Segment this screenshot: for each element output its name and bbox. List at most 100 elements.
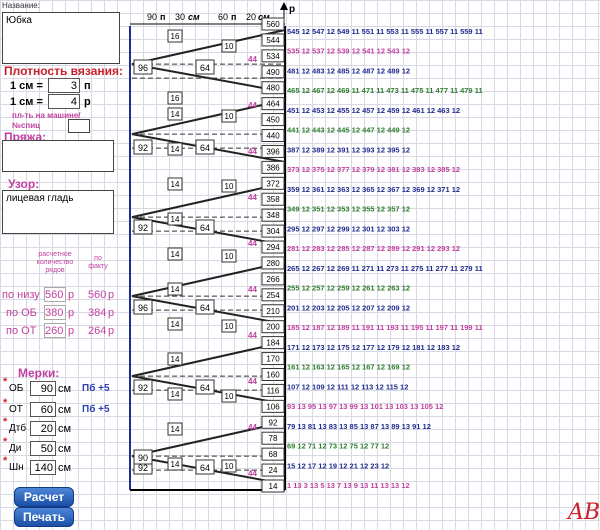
calc-column-header: расчетное количество рядов — [36, 251, 74, 274]
mid-dimension-text: 64 — [200, 143, 210, 153]
row-number-box — [261, 208, 285, 222]
row-number-text: 280 — [266, 259, 280, 268]
row-increase-text: 545 12 547 12 549 11 551 11 553 11 555 1… — [287, 27, 483, 36]
row-number-text: 396 — [266, 147, 280, 156]
row-increase-text: 535 12 537 12 539 12 541 12 543 12 — [287, 47, 410, 56]
fact-ob: 384 — [88, 307, 107, 319]
row-number-box — [261, 113, 285, 127]
row-increase-text: 1 13 3 13 5 13 7 13 9 13 11 13 13 12 — [287, 481, 410, 490]
required-star-shn: * — [3, 455, 8, 467]
row-increase-text: 465 12 467 12 469 11 471 11 473 11 475 1… — [287, 86, 483, 95]
print-button[interactable]: Печать — [14, 507, 74, 527]
small-box-10 — [221, 179, 237, 193]
bottom-left-box — [133, 449, 153, 465]
loops-input[interactable]: 3 — [48, 78, 80, 93]
top-label-60: 60 — [218, 12, 228, 22]
small-box-10 — [221, 389, 237, 403]
small-box-14-text: 14 — [171, 250, 180, 259]
rows-unit: р — [84, 96, 91, 108]
row-increase-text: 373 12 375 12 377 12 379 12 381 12 383 1… — [287, 165, 460, 174]
left-dimension-text: 96 — [138, 303, 148, 313]
small-box-14-text: 14 — [171, 390, 180, 399]
row-number-box — [261, 304, 285, 318]
row-increase-text: 79 13 81 13 83 13 85 13 87 13 89 13 91 1… — [287, 422, 431, 431]
measure-extra-ob: Пб +5 — [82, 383, 110, 394]
small-box-14-text: 14 — [171, 285, 180, 294]
mid-dimension-box — [195, 139, 215, 155]
small-label-44: 44 — [248, 239, 257, 248]
mid-dimension-box — [195, 219, 215, 235]
row-number-box — [261, 447, 285, 461]
measure-unit-dtb: см — [58, 423, 72, 435]
rows-input[interactable]: 4 — [48, 94, 80, 109]
row-number-box — [261, 224, 285, 238]
name-input[interactable]: Юбка — [2, 12, 120, 64]
row-number-text: 106 — [266, 402, 280, 411]
row-number-text: 544 — [266, 36, 280, 45]
pattern-value: лицевая гладь — [6, 193, 74, 204]
small-box-16-text: 16 — [171, 94, 180, 103]
mid-dimension-box — [195, 379, 215, 395]
small-box-14 — [167, 107, 183, 121]
measures-title: Мерки: — [18, 366, 60, 380]
small-label-44: 44 — [248, 423, 257, 432]
calc-bottom-unit: р — [68, 289, 75, 301]
left-dimension-text: 92 — [138, 383, 148, 393]
pattern-input[interactable]: лицевая гладь — [2, 190, 114, 234]
row-number-text: 116 — [267, 386, 280, 395]
row-number-box — [261, 431, 285, 445]
row-number-box — [261, 352, 285, 366]
required-star-di: * — [3, 436, 8, 448]
measure-input-di[interactable]: 50 — [30, 441, 56, 456]
fact-ot-unit: р — [108, 325, 115, 337]
calculate-button[interactable]: Расчет — [14, 487, 74, 507]
row-number-box — [261, 129, 285, 143]
row-increase-text: 349 12 351 12 353 12 355 12 357 12 — [287, 205, 410, 214]
signature-logo: AB — [568, 500, 600, 525]
row-number-text: 358 — [266, 195, 280, 204]
needle-input[interactable] — [68, 119, 90, 133]
row-increase-text: 295 12 297 12 299 12 301 12 303 12 — [287, 224, 410, 233]
row-number-box — [261, 144, 285, 158]
measure-unit-shn: см — [58, 462, 72, 474]
row-number-box — [261, 256, 285, 270]
left-dimension-text: 92 — [138, 223, 148, 233]
row-number-text: 200 — [266, 323, 280, 332]
top-label-90: 90 — [147, 12, 157, 22]
measure-input-ob[interactable]: 90 — [30, 381, 56, 396]
small-label-44: 44 — [248, 147, 257, 156]
small-box-14 — [167, 352, 183, 366]
small-box-14 — [167, 422, 183, 436]
small-box-10-text: 10 — [225, 112, 234, 121]
row-number-box — [261, 272, 285, 286]
row-number-text: 24 — [269, 466, 278, 475]
row-increase-text: 359 12 361 12 363 12 365 12 367 12 369 1… — [287, 185, 460, 194]
row-increase-text: 107 12 109 12 111 12 113 12 115 12 — [287, 382, 408, 391]
top-label-p2: п — [231, 12, 236, 22]
row-number-box — [261, 383, 285, 397]
row-number-box — [261, 399, 285, 413]
small-box-14-text: 14 — [171, 320, 180, 329]
measure-input-dtb[interactable]: 20 — [30, 421, 56, 436]
small-box-14 — [167, 247, 183, 261]
required-star-dtb: * — [3, 416, 8, 428]
yarn-input[interactable] — [2, 140, 114, 172]
row-number-text: 480 — [266, 84, 280, 93]
top-label-30: 30 — [175, 12, 185, 22]
row-number-box — [261, 49, 285, 63]
left-dimension-box — [133, 299, 153, 315]
measure-input-ot[interactable]: 60 — [30, 402, 56, 417]
top-label-p1: п — [160, 12, 165, 22]
rows-axis-arrow — [280, 2, 288, 10]
small-box-10-text: 10 — [225, 462, 234, 471]
row-number-box — [261, 367, 285, 381]
measure-input-shn[interactable]: 140 — [30, 460, 56, 475]
row-number-box — [261, 97, 285, 111]
row-number-text: 372 — [266, 179, 280, 188]
row-number-text: 184 — [266, 339, 280, 348]
small-label-44: 44 — [248, 377, 257, 386]
left-dimension-text: 96 — [138, 63, 148, 73]
small-box-10 — [221, 39, 237, 53]
row-number-text: 14 — [269, 482, 278, 491]
